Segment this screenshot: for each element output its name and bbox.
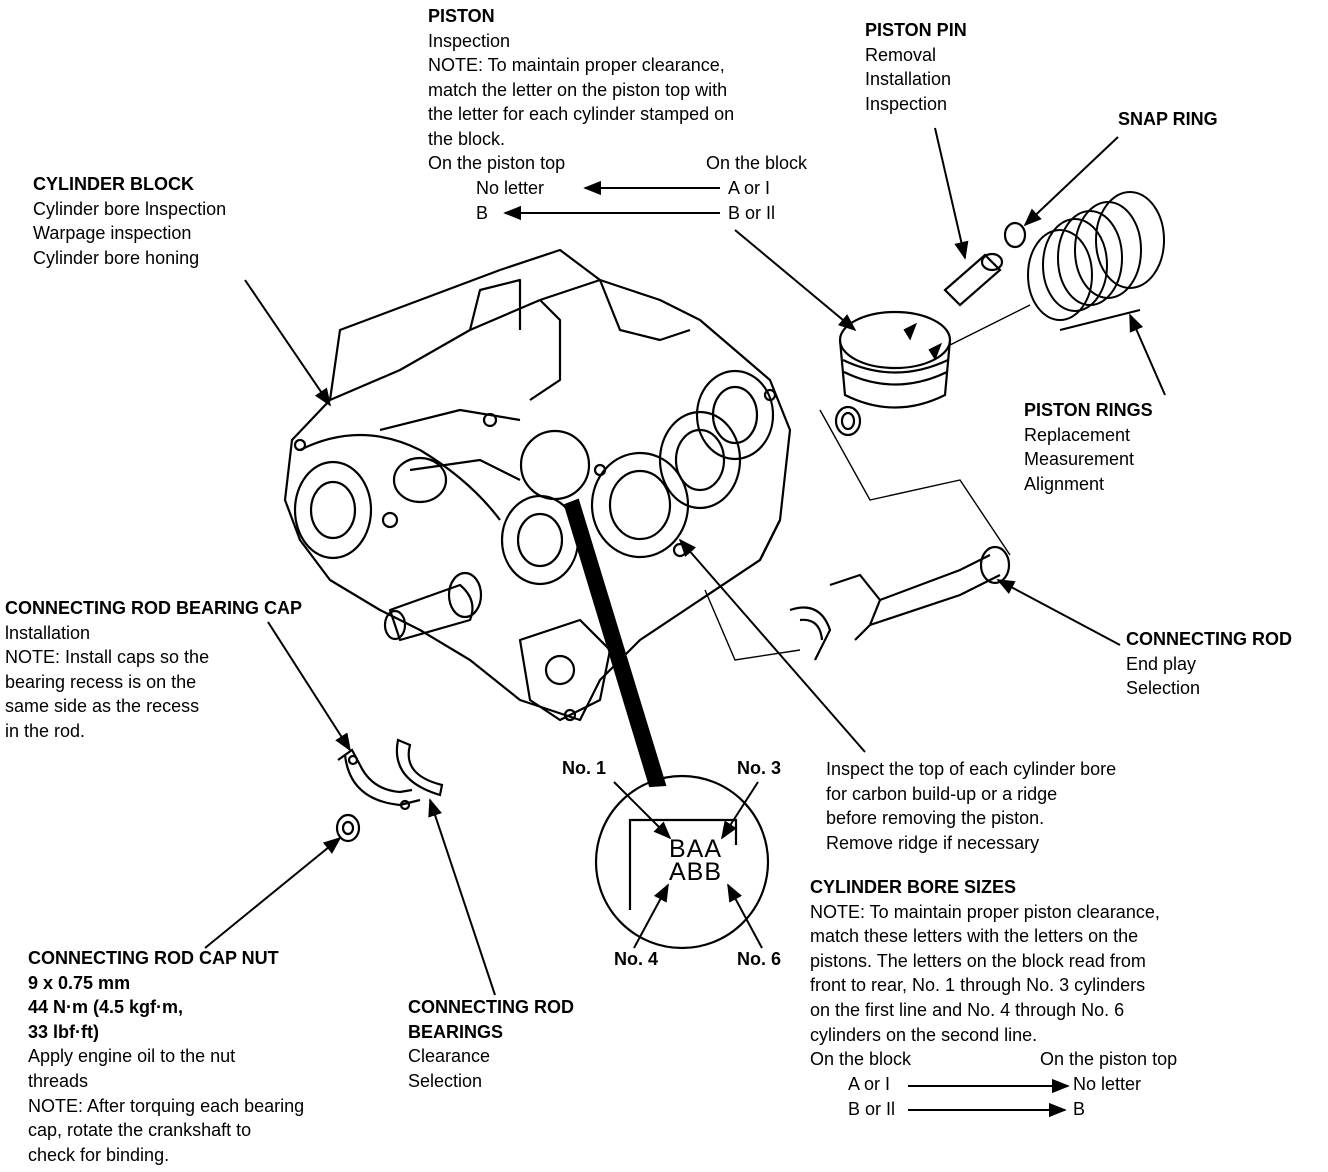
rod-bearings-title: CONNECTING ROD: [408, 997, 574, 1017]
piston-line: match the letter on the piston top with: [428, 79, 728, 100]
rod-bearings-line: Clearance: [408, 1046, 491, 1067]
piston-rings-illustration: [1027, 191, 1165, 331]
rod-bearing-cap-line: lnstallation: [5, 622, 91, 643]
piston-table-row2-right: B or Il: [728, 203, 776, 223]
piston-table-row2-left: B: [476, 203, 489, 223]
cap-nut-illustration: [335, 813, 361, 843]
bore-table-left-header: On the block: [810, 1049, 912, 1069]
piston-line: the block.: [428, 128, 506, 149]
piston-rings-callout: PISTON RINGS Replacement Measurement Ali…: [1024, 398, 1153, 496]
cap-nut-line: NOTE: After torquing each bearing: [28, 1095, 305, 1116]
ridge-note-line: Remove ridge if necessary: [826, 832, 1040, 853]
bore-table-row2-right: B: [1073, 1099, 1086, 1119]
piston-table-right-header: On the block: [706, 153, 808, 173]
piston-rings-line: Measurement: [1024, 449, 1135, 470]
bore-sizes-line: front to rear, No. 1 through No. 3 cylin…: [810, 975, 1146, 996]
cylinder-block-line: Cylinder bore honing: [33, 247, 200, 268]
piston-table-row1-left: No letter: [476, 178, 545, 198]
cylinder-block-title: CYLINDER BLOCK: [33, 174, 194, 194]
cap-nut-line: cap, rotate the crankshaft to: [28, 1120, 252, 1141]
ridge-note-line: Inspect the top of each cylinder bore: [826, 759, 1117, 779]
rod-bearing-cap-illustration: [337, 748, 421, 811]
bore-table-right-header: On the piston top: [1040, 1049, 1178, 1069]
ridge-note-line: before removing the piston.: [826, 808, 1045, 829]
exploded-view-lines: [704, 304, 1031, 661]
piston-line: Inspection: [428, 30, 511, 51]
bore-sizes-line: pistons. The letters on the block read f…: [810, 950, 1146, 971]
cylinder-block-line: Cylinder bore lnspection: [33, 198, 227, 219]
cylinder-block-line: Warpage inspection: [33, 223, 192, 244]
cylinder-block-illustration: [283, 248, 792, 722]
connecting-rod-callout: CONNECTING ROD End play Selection: [1126, 627, 1292, 701]
rod-bearing-cap-title: CONNECTING ROD BEARING CAP: [5, 598, 303, 618]
connecting-rod-title: CONNECTING ROD: [1126, 629, 1292, 649]
piston-table-row1-right: A or I: [728, 178, 771, 198]
piston-pin-line: Removal: [865, 44, 937, 65]
snap-ring-illustration: [1003, 221, 1027, 249]
block-stamp-line2: ABB: [669, 858, 723, 886]
piston-line: NOTE: To maintain proper clearance,: [428, 55, 725, 76]
bore-table-row1-left: A or I: [848, 1074, 891, 1094]
piston-rings-line: Replacement: [1024, 424, 1131, 445]
cap-nut-title: CONNECTING ROD CAP NUT: [28, 948, 279, 968]
rod-bearing-cap-line: NOTE: Install caps so the: [5, 647, 210, 668]
piston-table-left-header: On the piston top: [428, 153, 566, 173]
piston-illustration: [834, 310, 952, 437]
bore-table-row1-right: No letter: [1073, 1074, 1142, 1094]
cap-nut-spec: 44 N·m (4.5 kgf·m,: [28, 997, 184, 1018]
piston-title: PISTON: [428, 6, 495, 26]
rod-bearing-cap-callout: CONNECTING ROD BEARING CAP lnstallation …: [5, 596, 302, 744]
cap-nut-callout: CONNECTING ROD CAP NUT 9 x 0.75 mm 44 N·…: [28, 946, 304, 1167]
bore-sizes-line: NOTE: To maintain proper piston clearanc…: [810, 901, 1160, 922]
connecting-rod-line: Selection: [1126, 678, 1201, 699]
bore-sizes-title: CYLINDER BORE SIZES: [810, 877, 1017, 897]
piston-pin-illustration: [943, 252, 1004, 307]
detail-magnifier: [563, 498, 770, 950]
rod-bearing-cap-line: bearing recess is on the: [5, 671, 197, 692]
bore-table-row2-left: B or Il: [848, 1099, 896, 1119]
bore-sizes-line: match these letters with the letters on …: [810, 926, 1139, 947]
cap-nut-line: Apply engine oil to the nut: [28, 1046, 236, 1067]
cylinder-no4-label: No. 4: [614, 949, 659, 969]
piston-pin-line: Installation: [865, 69, 952, 90]
cylinder-no3-label: No. 3: [737, 758, 782, 778]
connecting-rod-illustration: [789, 545, 1011, 661]
rod-bearing-cap-line: same side as the recess: [5, 696, 200, 717]
piston-callout: PISTON Inspection NOTE: To maintain prop…: [428, 4, 734, 152]
cylinder-no1-label: No. 1: [562, 758, 607, 778]
rod-bearings-callout: CONNECTING ROD BEARINGS Clearance Select…: [408, 995, 574, 1093]
leader-arrows: [204, 127, 1166, 1118]
cylinder-block-callout: CYLINDER BLOCK Cylinder bore lnspection …: [33, 172, 226, 270]
bore-sizes-line: on the first line and No. 4 through No. …: [810, 999, 1125, 1020]
rod-bearing-cap-line: in the rod.: [5, 720, 86, 741]
snap-ring-callout: SNAP RING: [1118, 107, 1218, 132]
rod-bearings-title: BEARINGS: [408, 1021, 504, 1042]
piston-pin-callout: PISTON PIN Removal Installation Inspecti…: [865, 18, 967, 116]
piston-rings-line: Alignment: [1024, 473, 1105, 494]
piston-rings-title: PISTON RINGS: [1024, 400, 1153, 420]
ridge-note-callout: Inspect the top of each cylinder bore fo…: [826, 757, 1116, 855]
ridge-note-line: for carbon build-up or a ridge: [826, 783, 1058, 804]
piston-pin-title: PISTON PIN: [865, 20, 967, 40]
bore-sizes-line: cylinders on the second line.: [810, 1024, 1038, 1045]
rod-bearing-illustration: [395, 738, 444, 797]
bore-sizes-callout: CYLINDER BORE SIZES NOTE: To maintain pr…: [810, 875, 1160, 1047]
connecting-rod-line: End play: [1126, 653, 1197, 674]
cap-nut-line: check for binding.: [28, 1144, 170, 1165]
snap-ring-title: SNAP RING: [1118, 109, 1218, 129]
cap-nut-spec: 9 x 0.75 mm: [28, 972, 131, 993]
cylinder-no6-label: No. 6: [737, 949, 782, 969]
cap-nut-line: threads: [28, 1070, 89, 1091]
rod-bearings-line: Selection: [408, 1070, 483, 1091]
piston-pin-line: Inspection: [865, 93, 948, 114]
cap-nut-spec: 33 lbf·ft): [28, 1021, 99, 1042]
block-stamp-line1: BAA: [669, 835, 723, 863]
piston-line: the letter for each cylinder stamped on: [428, 104, 735, 125]
